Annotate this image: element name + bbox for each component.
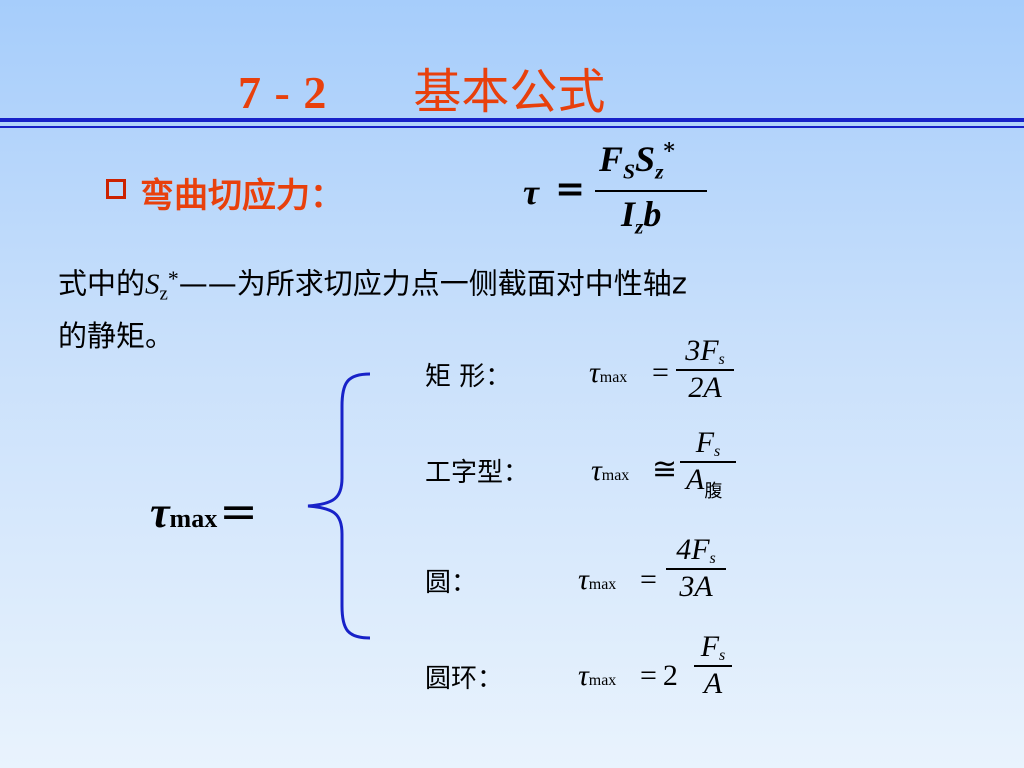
case-frac-circle: 4Fs 3A (666, 533, 726, 604)
formula-denominator: Izb (621, 194, 662, 239)
title-text: 基本公式 (413, 64, 606, 120)
heading-row: 弯曲切应力： (106, 168, 344, 217)
formula-numerator: FSSz* (599, 139, 675, 184)
case-frac-annulus: Fs A (694, 630, 732, 701)
title-number: 7 - 2 (238, 67, 328, 118)
static-moment-var: S (145, 268, 160, 301)
case-rel-annulus: =2 (640, 659, 678, 692)
case-label-annulus: 圆环： (425, 664, 504, 694)
left-brace-icon (307, 372, 371, 640)
case-tau-annulus: τmax (578, 659, 617, 692)
case-frac-rectangle: 3Fs 2A (676, 334, 734, 405)
case-tau-rectangle: τmax (589, 356, 628, 389)
title-underline-thin (0, 126, 1024, 128)
heading-bending-shear-stress: 弯曲切应力： (140, 176, 344, 216)
slide-title: 7 - 2 基本公式 (238, 52, 605, 122)
formula-equals: = (555, 168, 586, 210)
case-tau-circle: τmax (578, 563, 617, 596)
case-rel-i-beam: ≅ (652, 453, 678, 486)
case-rel-circle: = (640, 563, 657, 596)
description-text: 式中的Sz*——为所求切应力点一侧截面对中性轴z 的静矩。 (58, 266, 687, 354)
case-label-circle: 圆： (425, 568, 478, 598)
case-label-rectangle: 矩 形： (425, 362, 512, 392)
case-rel-rectangle: = (652, 356, 669, 389)
case-tau-i-beam: τmax (591, 454, 630, 487)
case-label-i-beam: 工字型： (425, 458, 530, 488)
case-frac-i-beam: Fs A腹 (680, 426, 736, 503)
tau-max-label: τmax= (150, 484, 258, 538)
title-underline-thick (0, 118, 1024, 122)
formula-tau: τ (523, 172, 539, 212)
main-formula: τ = FSSz* Izb (523, 138, 713, 248)
formula-fraction-bar (595, 190, 707, 192)
checkbox-bullet-icon (106, 178, 126, 199)
